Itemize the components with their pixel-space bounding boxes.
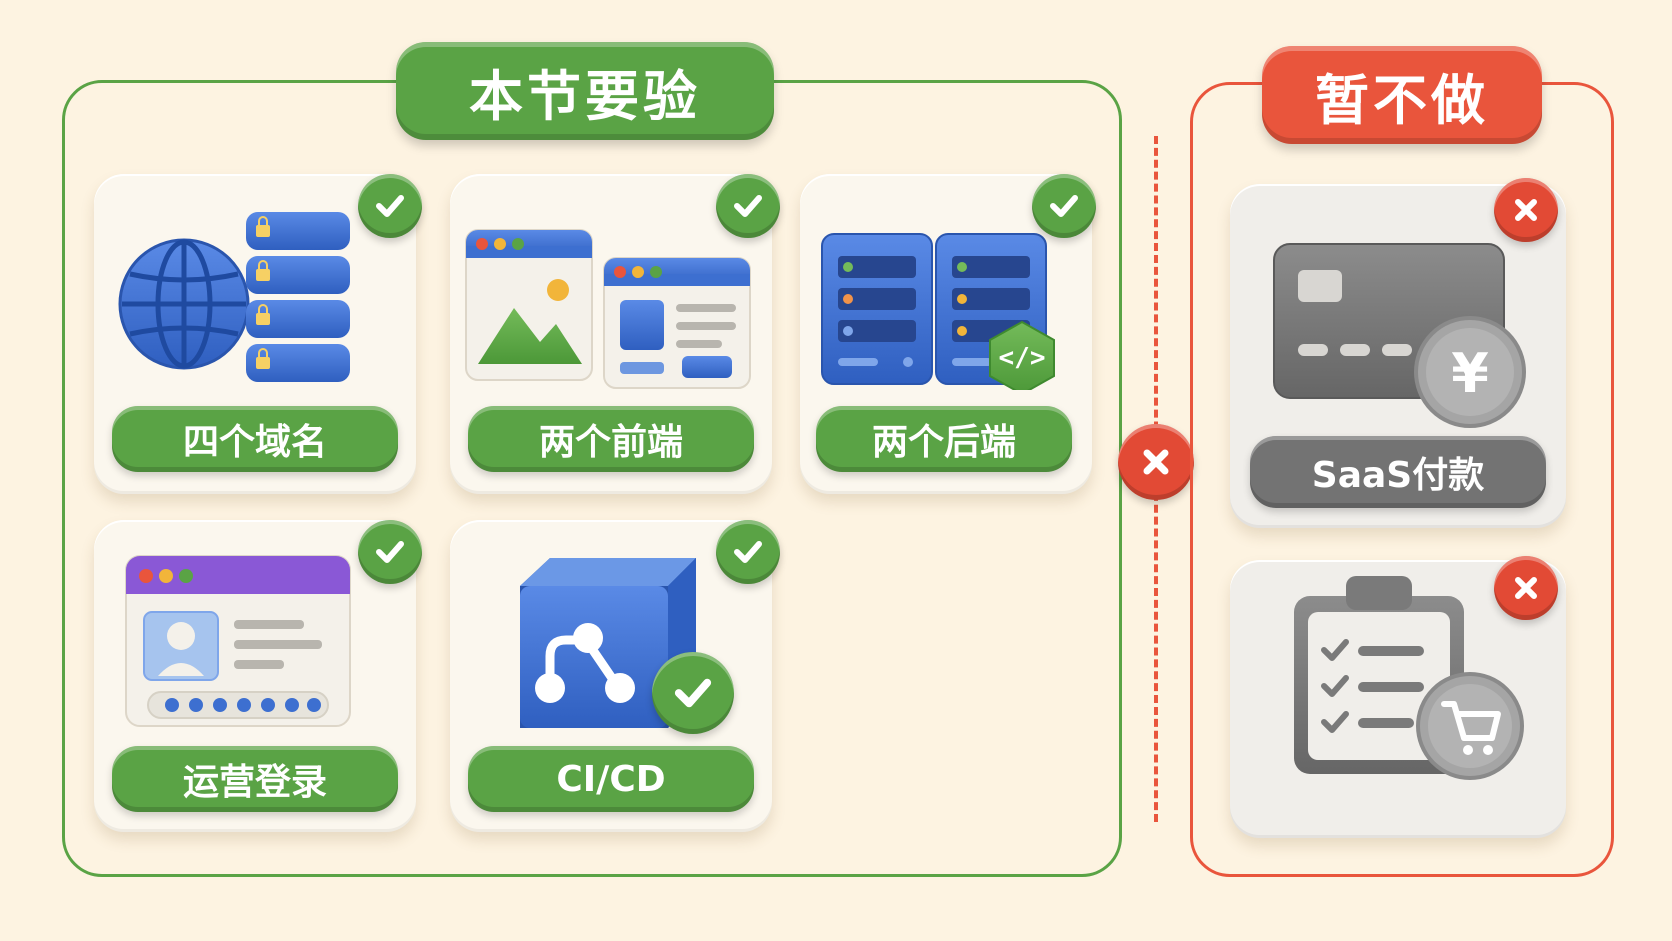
card-cicd[interactable]: CI/CD: [450, 520, 772, 832]
card-saas-payment[interactable]: ¥ SaaS付款: [1230, 184, 1566, 528]
check-icon: [358, 174, 422, 238]
credit-card-yen-icon: ¥: [1273, 243, 1526, 428]
cross-icon: [1494, 178, 1558, 242]
card-domains[interactable]: 四个域名: [94, 174, 416, 494]
browser-windows-icon: [465, 229, 751, 389]
card-frontends[interactable]: 两个前端: [450, 174, 772, 494]
label-saas-payment: SaaS付款: [1250, 436, 1546, 508]
card-ops-login[interactable]: 运营登录: [94, 520, 416, 832]
label-backends: 两个后端: [816, 406, 1072, 472]
label-ops-login: 运营登录: [112, 746, 398, 812]
check-icon: [652, 652, 734, 734]
out-scope-title: 暂不做: [1262, 46, 1542, 144]
login-profile-icon: [125, 555, 351, 727]
label-frontends: 两个前端: [468, 406, 754, 472]
svg-text:</>: </>: [999, 343, 1046, 373]
close-icon: [1118, 424, 1194, 500]
check-icon: [358, 520, 422, 584]
globe-domains-icon: [118, 212, 350, 382]
card-backends[interactable]: </> 两个后端: [800, 174, 1092, 494]
check-icon: [716, 174, 780, 238]
label-domains: 四个域名: [112, 406, 398, 472]
check-icon: [716, 520, 780, 584]
card-order-checklist[interactable]: [1230, 560, 1566, 838]
label-cicd: CI/CD: [468, 746, 754, 812]
in-scope-title: 本节要验: [396, 42, 774, 140]
cross-icon: [1494, 556, 1558, 620]
svg-text:¥: ¥: [1451, 342, 1489, 405]
servers-code-icon: </>: [821, 233, 1055, 390]
clipboard-cart-icon: [1294, 576, 1524, 780]
check-icon: [1032, 174, 1096, 238]
